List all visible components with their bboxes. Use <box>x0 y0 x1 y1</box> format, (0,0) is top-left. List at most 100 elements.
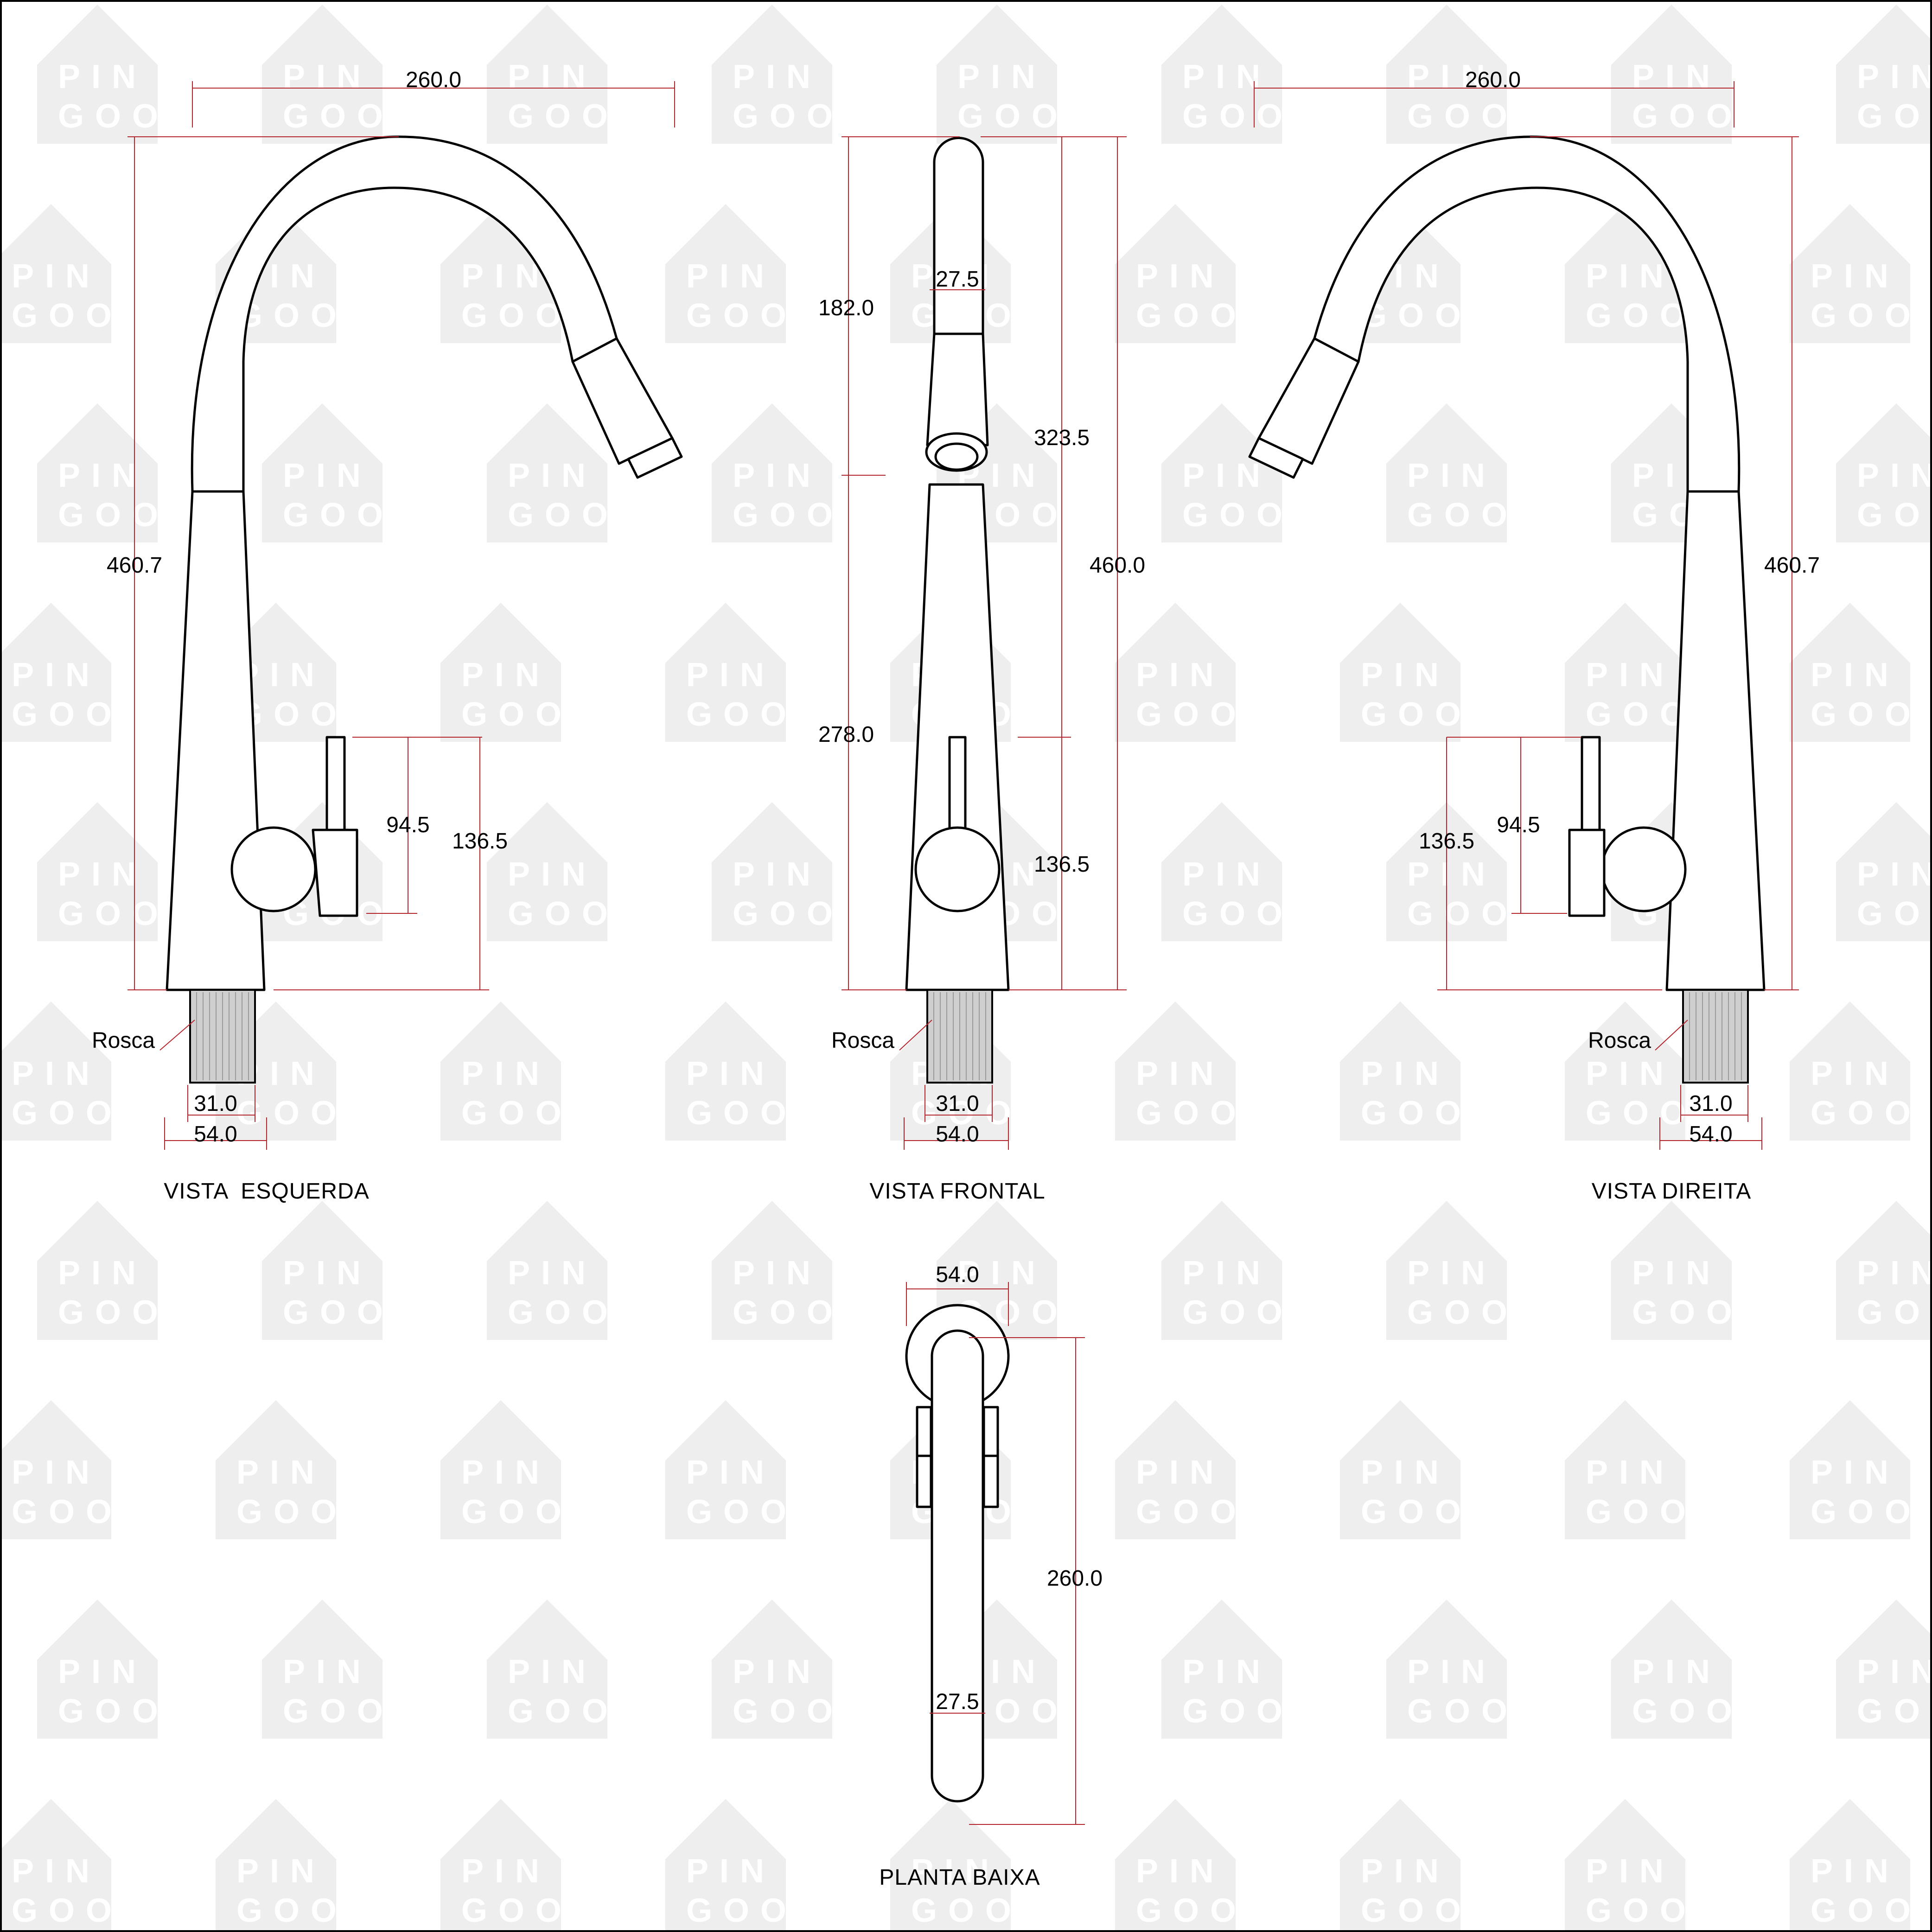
watermark-text: PIN <box>1632 1653 1721 1690</box>
front-spray-head <box>926 332 989 446</box>
right-height-dim: 460.7 <box>1764 553 1820 578</box>
watermark-text: GOO <box>283 1693 394 1730</box>
watermark-text: PIN <box>283 1255 372 1292</box>
front-thread-dim: 31.0 <box>936 1091 979 1116</box>
watermark-text: PIN <box>1586 1853 1675 1890</box>
watermark-text: GOO <box>236 1493 348 1530</box>
watermark-text: GOO <box>1586 297 1697 334</box>
watermark-text: PIN <box>508 58 597 96</box>
watermark-text: PIN <box>1136 1853 1225 1890</box>
watermark-text: GOO <box>461 696 573 733</box>
watermark-text: PIN <box>1857 1255 1932 1292</box>
watermark-text: PIN <box>1586 1454 1675 1491</box>
watermark-text: PIN <box>58 58 147 96</box>
watermark-text: PIN <box>1586 1055 1675 1092</box>
left-spray-head-line <box>571 337 618 363</box>
watermark-text: PIN <box>1407 58 1496 96</box>
watermark-text: PIN <box>733 1653 822 1690</box>
watermark-text: GOO <box>1136 1493 1247 1530</box>
watermark-text: GOO <box>686 1892 797 1929</box>
watermark-text: GOO <box>58 1693 169 1730</box>
watermark-text: PIN <box>957 58 1046 96</box>
front-view-title: VISTA FRONTAL <box>869 1179 1045 1204</box>
right-thread-label: Rosca <box>1588 1028 1651 1053</box>
watermark-text: GOO <box>1811 696 1922 733</box>
right-dimensions <box>1254 81 1799 1150</box>
watermark-text: PIN <box>1361 1055 1450 1092</box>
front-spray-ring-inner <box>934 442 979 471</box>
watermark-text: GOO <box>236 1095 348 1132</box>
watermark-text: PIN <box>1407 1255 1496 1292</box>
front-lever <box>948 736 967 831</box>
watermark-text: GOO <box>58 1294 169 1331</box>
watermark-text: PIN <box>283 1653 372 1690</box>
front-dimensions <box>842 136 1127 1150</box>
right-spray-tip <box>1248 437 1304 479</box>
watermark-text: GOO <box>1586 1095 1697 1132</box>
left-lever-total-dim: 136.5 <box>452 829 508 854</box>
front-lower-dim: 278.0 <box>818 722 874 747</box>
front-spout-dia-dim: 27.5 <box>936 267 979 292</box>
front-total-dim: 460.0 <box>1090 553 1145 578</box>
watermark-text: GOO <box>1361 696 1472 733</box>
watermark-text: PIN <box>12 1454 101 1491</box>
watermark-text: PIN <box>1811 258 1900 295</box>
right-handle-hub <box>1600 826 1687 912</box>
watermark-text: GOO <box>508 1693 619 1730</box>
watermark-text: GOO <box>1136 1892 1247 1929</box>
watermark-text: GOO <box>1586 696 1697 733</box>
front-view: 182.0 27.5 323.5 460.0 278.0 136.5 Rosca… <box>818 136 1145 1204</box>
watermark-text: PIN <box>1361 1853 1450 1890</box>
watermark-text: GOO <box>12 297 123 334</box>
watermark-text: PIN <box>733 856 822 893</box>
left-handle-hub <box>230 826 317 912</box>
watermark-text: GOO <box>1857 895 1932 932</box>
front-base-dim: 54.0 <box>936 1122 979 1147</box>
watermark-text: GOO <box>12 696 123 733</box>
watermark-text: GOO <box>12 1892 123 1929</box>
plan-view: 54.0 260.0 27.5 PLANTA BAIXA <box>879 1262 1103 1890</box>
watermark-text: PIN <box>461 657 550 694</box>
watermark-text: GOO <box>58 98 169 135</box>
front-spout-top-dim: 182.0 <box>818 296 874 320</box>
watermark-text: GOO <box>1136 1095 1247 1132</box>
watermark-text: GOO <box>1407 895 1518 932</box>
right-handle-body <box>1568 829 1606 917</box>
watermark-text: PIN <box>58 457 147 494</box>
watermark-text: GOO <box>1407 497 1518 534</box>
watermark-text: PIN <box>58 1653 147 1690</box>
watermark-text: PIN <box>1586 258 1675 295</box>
watermark-text: PIN <box>733 457 822 494</box>
plan-spout <box>931 1329 984 1803</box>
